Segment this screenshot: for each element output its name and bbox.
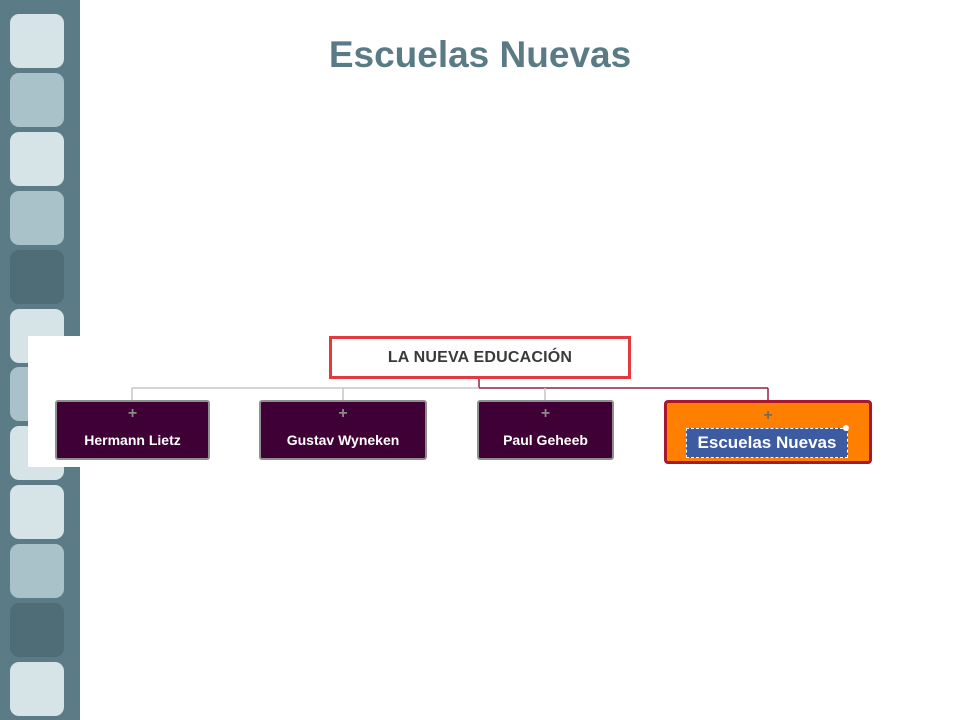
root-node-label: LA NUEVA EDUCACIÓN — [387, 348, 573, 366]
mindmap-canvas: LA NUEVA EDUCACIÓN + Hermann Lietz + Gus… — [28, 336, 884, 467]
node-gustav-wyneken[interactable]: + Gustav Wyneken — [259, 400, 427, 460]
film-frame — [10, 250, 64, 304]
node-label: Hermann Lietz — [84, 432, 181, 448]
root-node[interactable]: LA NUEVA EDUCACIÓN — [329, 336, 631, 379]
node-hermann-lietz[interactable]: + Hermann Lietz — [55, 400, 210, 460]
node-label-edit-field[interactable]: Escuelas Nuevas — [686, 428, 848, 458]
expand-plus-icon[interactable]: + — [338, 405, 348, 422]
node-paul-geheeb[interactable]: + Paul Geheeb — [477, 400, 614, 460]
film-frame — [10, 191, 64, 245]
node-label: Gustav Wyneken — [286, 432, 400, 448]
film-frame — [10, 132, 64, 186]
expand-plus-icon[interactable]: + — [763, 407, 773, 424]
film-frame — [10, 73, 64, 127]
slide-title: Escuelas Nuevas — [328, 34, 632, 75]
node-label: Paul Geheeb — [503, 432, 588, 448]
expand-plus-icon[interactable]: + — [540, 405, 551, 422]
film-frame — [10, 14, 64, 68]
node-label-edit-text: Escuelas Nuevas — [697, 433, 837, 452]
mindmap-connectors — [131, 379, 769, 400]
film-frame — [10, 603, 64, 657]
film-frame — [10, 544, 64, 598]
selection-handle[interactable] — [843, 425, 849, 431]
film-frame — [10, 662, 64, 716]
expand-plus-icon[interactable]: + — [127, 405, 138, 422]
film-frame — [10, 485, 64, 539]
node-escuelas-nuevas-selected[interactable]: + Escuelas Nuevas — [664, 400, 872, 464]
